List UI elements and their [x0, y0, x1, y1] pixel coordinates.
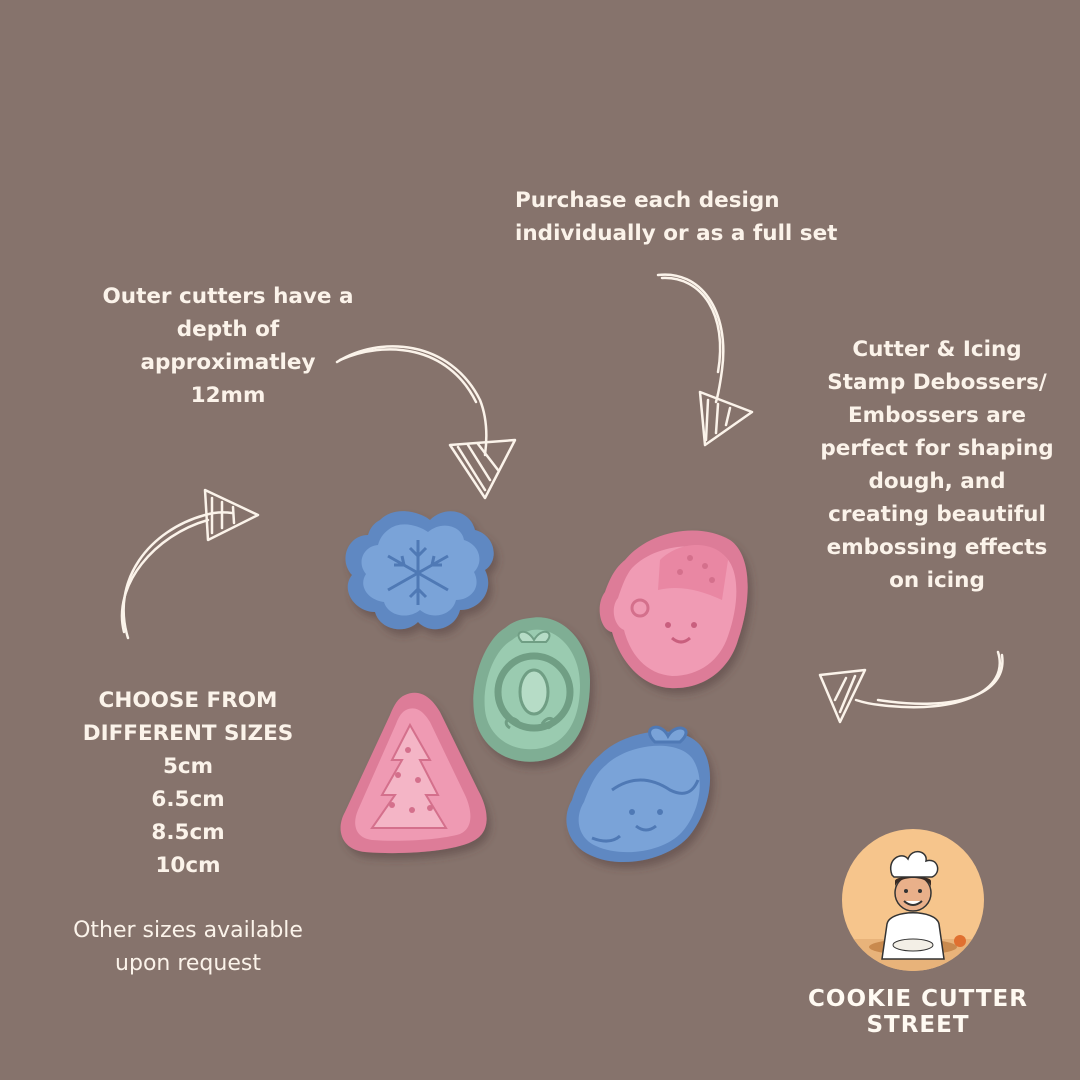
- other-line-1: Other sizes available: [73, 918, 303, 943]
- embossers-line-5: dough, and: [868, 469, 1006, 494]
- embossers-line-1: Cutter & Icing: [852, 337, 1022, 362]
- embossers-line-4: perfect for shaping: [820, 436, 1054, 461]
- depth-line-4: 12mm: [190, 383, 266, 408]
- embossers-line-7: embossing effects: [826, 535, 1048, 560]
- snowflake-cutter: [345, 511, 494, 630]
- depth-line-3: approximatley: [140, 350, 316, 375]
- brand-name: COOKIE CUTTER STREET: [808, 986, 1028, 1038]
- elf-girl-cutter: [599, 530, 748, 689]
- girl-with-bow-cutter: [566, 725, 711, 863]
- depth-line-1: Outer cutters have a: [102, 284, 354, 309]
- arrow-to-purchase-icon: [656, 273, 754, 447]
- arrow-to-cutter-icon: [335, 345, 517, 500]
- other-sizes-note: Other sizes available upon request: [58, 914, 318, 980]
- christmas-tree-cutter: [340, 692, 487, 854]
- purchase-callout: Purchase each design individually or as …: [515, 184, 837, 250]
- size-option: 5cm: [162, 754, 214, 779]
- size-option: 8.5cm: [151, 820, 225, 845]
- purchase-line-2: individually or as a full set: [515, 221, 838, 246]
- chef-logo: [842, 829, 984, 971]
- purchase-line-1: Purchase each design: [515, 188, 780, 213]
- wreath-cutter: [473, 617, 590, 762]
- embossers-callout: Cutter & Icing Stamp Debossers/ Embosser…: [808, 333, 1066, 597]
- depth-line-2: depth of: [176, 317, 280, 342]
- sizes-heading-1: CHOOSE FROM: [98, 688, 278, 713]
- embossers-line-8: on icing: [889, 568, 985, 593]
- arrow-to-embossers-icon: [818, 650, 1004, 724]
- other-line-2: upon request: [115, 951, 261, 976]
- sizes-heading-2: DIFFERENT SIZES: [82, 721, 294, 746]
- embossers-line-2: Stamp Debossers/: [827, 370, 1047, 395]
- size-option: 10cm: [155, 853, 221, 878]
- size-option: 6.5cm: [151, 787, 225, 812]
- embossers-line-3: Embossers are: [847, 403, 1026, 428]
- sizes-callout: CHOOSE FROM DIFFERENT SIZES 5cm 6.5cm 8.…: [68, 684, 308, 882]
- depth-callout: Outer cutters have a depth of approximat…: [88, 280, 368, 412]
- chef-icon: [842, 850, 984, 971]
- embossers-line-6: creating beautiful: [828, 502, 1046, 527]
- arrow-to-sizes-icon: [120, 488, 260, 640]
